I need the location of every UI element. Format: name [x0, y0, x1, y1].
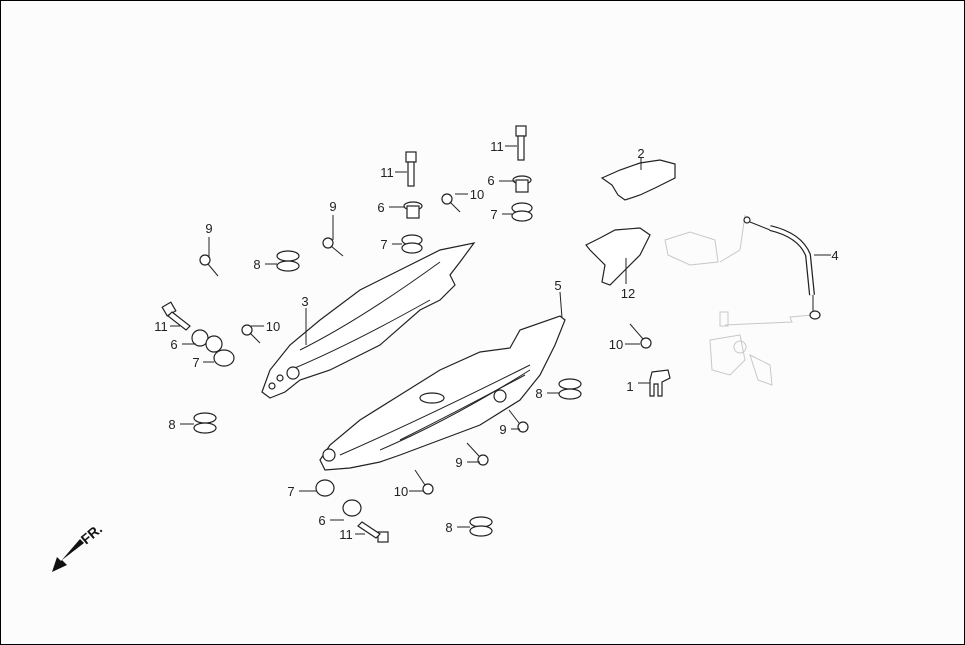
- callout-11: 11: [490, 139, 504, 154]
- arrow-down-left-icon: [52, 539, 84, 572]
- callout-11: 11: [339, 527, 353, 542]
- callout-7: 7: [192, 355, 199, 370]
- front-direction-indicator: FR.: [52, 521, 105, 572]
- callout-2: 2: [637, 146, 644, 161]
- callout-6: 6: [487, 173, 494, 188]
- part-4-cable: [743, 216, 821, 320]
- callout-9: 9: [205, 221, 212, 236]
- callout-10: 10: [394, 484, 408, 499]
- callout-12: 12: [621, 286, 635, 301]
- callout-8: 8: [253, 257, 260, 272]
- part-1-clip: [649, 369, 671, 397]
- leader-lines: [170, 145, 831, 535]
- callout-7: 7: [287, 484, 294, 499]
- callout-6: 6: [318, 513, 325, 528]
- part-5-side-cover: [319, 315, 566, 471]
- callout-7: 7: [490, 207, 497, 222]
- callout-8: 8: [535, 386, 542, 401]
- callout-8: 8: [168, 417, 175, 432]
- callout-5: 5: [554, 278, 561, 293]
- ghost-lock-assembly: [664, 214, 813, 386]
- callout-8: 8: [445, 520, 452, 535]
- callout-10: 10: [470, 187, 484, 202]
- collars-and-grommets: [191, 175, 582, 537]
- callout-11: 11: [380, 165, 394, 180]
- callout-6: 6: [377, 200, 384, 215]
- callout-1: 1: [626, 379, 633, 394]
- callout-4: 4: [831, 248, 838, 263]
- callout-6: 6: [170, 337, 177, 352]
- part-12-bracket: [585, 227, 651, 286]
- callout-3: 3: [301, 294, 308, 309]
- callout-10: 10: [609, 337, 623, 352]
- part-2-upper-cover: [600, 159, 676, 201]
- callout-7: 7: [380, 237, 387, 252]
- callout-11: 11: [154, 319, 168, 334]
- screws-9-10: [199, 193, 652, 495]
- part-3-inner-side-cover: [261, 242, 476, 399]
- callout-9: 9: [499, 422, 506, 437]
- callout-labels: 1 2 3 4 5 6 6 6 6 7 7 7 7 8 8 8 8 9 9 9 …: [154, 139, 838, 542]
- callout-10: 10: [266, 319, 280, 334]
- callout-9: 9: [455, 455, 462, 470]
- callout-9: 9: [329, 199, 336, 214]
- bolts-11: [161, 125, 527, 543]
